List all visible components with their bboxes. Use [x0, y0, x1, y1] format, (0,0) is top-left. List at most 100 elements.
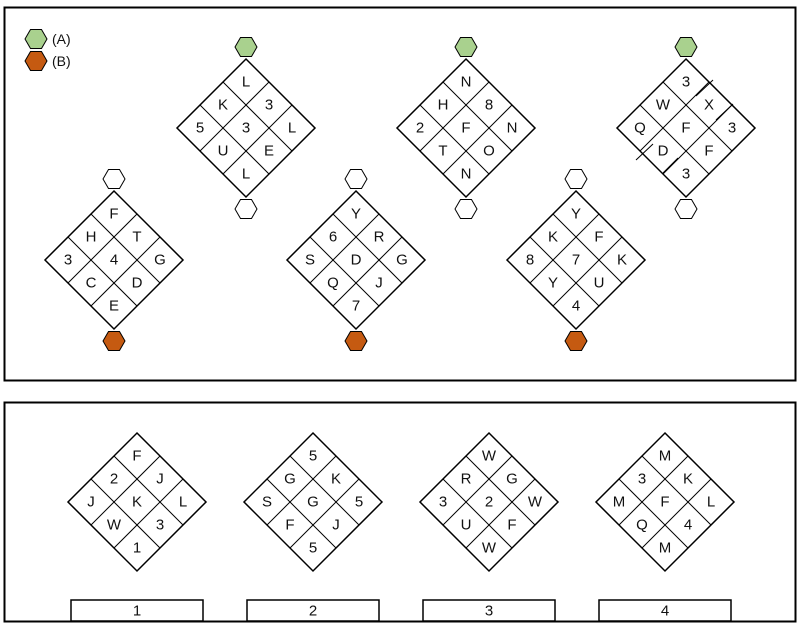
option-3-button[interactable] — [422, 599, 556, 622]
puzzle-bottom-1-grid-line — [67, 236, 138, 307]
puzzle-top-2-cell: N — [461, 74, 472, 91]
puzzle-top-1-grid-line — [199, 81, 270, 152]
puzzle-bottom-3-cell: 8 — [526, 252, 534, 269]
puzzle-bottom-3-cell: 7 — [572, 252, 580, 269]
puzzle-top-3-slash — [662, 157, 679, 174]
puzzle-top-3-cell: F — [704, 143, 713, 160]
puzzle-bottom-2-grid-line — [309, 213, 380, 284]
option-1-cell: 3 — [156, 517, 164, 534]
option-2-cell: 5 — [309, 540, 317, 557]
puzzle-bottom-2-cell: G — [396, 252, 408, 269]
puzzle-top-3-cell: 3 — [682, 166, 690, 183]
puzzle-top-2-cell: F — [461, 120, 470, 137]
option-2-cell: K — [331, 471, 341, 488]
puzzle-bottom-1-grid-line — [90, 213, 161, 284]
puzzle-top-2-cell: T — [438, 143, 447, 160]
option-3-cell: 2 — [485, 494, 493, 511]
puzzle-top-3-cell: D — [658, 143, 669, 160]
option-3-cell: W — [482, 448, 497, 465]
puzzle-top-2-cell: N — [461, 166, 472, 183]
puzzle-bottom-1-cell: 4 — [110, 252, 118, 269]
option-2-grid-line — [289, 455, 360, 526]
option-2-cell: G — [284, 471, 296, 488]
puzzle-bottom-3-cell: Y — [548, 275, 558, 292]
puzzle-bottom-3-grid-line — [529, 213, 600, 284]
legend-label-b: (B) — [52, 53, 71, 69]
option-2-cell: 5 — [309, 448, 317, 465]
option-4-cell: L — [707, 494, 715, 511]
puzzle-top-3-slash — [635, 143, 654, 161]
puzzle-bottom-3-grid-line — [529, 236, 600, 307]
option-3-cell: F — [507, 517, 516, 534]
puzzle-top-3-grid-line — [639, 81, 710, 152]
puzzle-top-2-grid-line — [442, 81, 513, 152]
option-1-cell: J — [156, 471, 164, 488]
option-4-cell: M — [659, 448, 672, 465]
puzzle-top-2-cell: 2 — [416, 120, 424, 137]
puzzle-top-1-cell: L — [288, 120, 296, 137]
puzzle-bottom-3-cell: K — [548, 229, 558, 246]
option-2-cell: S — [262, 494, 272, 511]
option-4-cell: 3 — [638, 471, 646, 488]
option-3-cell: R — [461, 471, 472, 488]
option-2-button[interactable] — [246, 599, 380, 622]
puzzle-top-1-bottom-hex-icon — [234, 199, 258, 219]
option-3-grid-line — [465, 478, 536, 549]
puzzle-bottom-1-top-hex-icon — [102, 169, 126, 189]
option-1-cell: J — [87, 494, 95, 511]
puzzle-bottom-3-grid-line — [552, 236, 623, 307]
option-2-grid-line — [289, 478, 360, 549]
puzzle-bottom-2-grid-line — [332, 236, 403, 307]
option-2-cell: G — [307, 494, 319, 511]
puzzle-top-1-grid-line — [222, 104, 293, 175]
option-4-button[interactable] — [598, 599, 732, 622]
option-1-cell: 2 — [110, 471, 118, 488]
puzzle-top-1-cell: L — [242, 166, 250, 183]
puzzle-top-3-bottom-hex-icon — [674, 199, 698, 219]
puzzle-top-1-cell: 3 — [265, 97, 273, 114]
puzzle-top-1-cell: E — [264, 143, 274, 160]
legend-label-a: (A) — [52, 31, 71, 47]
option-4-cell: K — [683, 471, 693, 488]
option-4-cell: M — [613, 494, 626, 511]
puzzle-top-3-cell: X — [704, 97, 714, 114]
puzzle-top-3-slash — [715, 103, 734, 121]
puzzle-top-2-grid-line — [442, 104, 513, 175]
option-4-cell: M — [659, 540, 672, 557]
puzzle-bottom-3-cell: 4 — [572, 298, 580, 315]
puzzle-top-3-grid-line — [662, 104, 733, 175]
puzzle-top-2-grid-line — [419, 104, 490, 175]
option-1-cell: W — [107, 517, 122, 534]
puzzle-top-2-cell: H — [438, 97, 449, 114]
puzzle-top-1-cell: 5 — [196, 120, 204, 137]
option-4-cell: 4 — [684, 517, 692, 534]
puzzle-top-1-cell: L — [242, 74, 250, 91]
puzzle-bottom-1-cell: E — [109, 298, 119, 315]
puzzle-top-3-slash — [695, 79, 714, 97]
puzzle-bottom-2-cell: Y — [351, 206, 361, 223]
legend-item-b: (B) — [24, 51, 71, 71]
puzzle-bottom-1-grid-line — [90, 236, 161, 307]
puzzle-top-1-cell: K — [218, 97, 228, 114]
option-2-cell: F — [285, 517, 294, 534]
legend-orange-hex-icon — [24, 51, 48, 71]
puzzle-bottom-1-cell: D — [132, 275, 143, 292]
puzzle-top-3-grid-line — [639, 104, 710, 175]
puzzle-bottom-3-cell: Y — [571, 206, 581, 223]
puzzle-bottom-2-bottom-hex-icon — [344, 331, 368, 351]
puzzle-top-3-grid-line — [662, 81, 733, 152]
option-4-label: 4 — [661, 603, 669, 620]
option-1-button[interactable] — [70, 599, 204, 622]
option-3-label: 3 — [485, 603, 493, 620]
option-1-grid-line — [113, 478, 184, 549]
puzzle-top-2-grid-line — [419, 81, 490, 152]
